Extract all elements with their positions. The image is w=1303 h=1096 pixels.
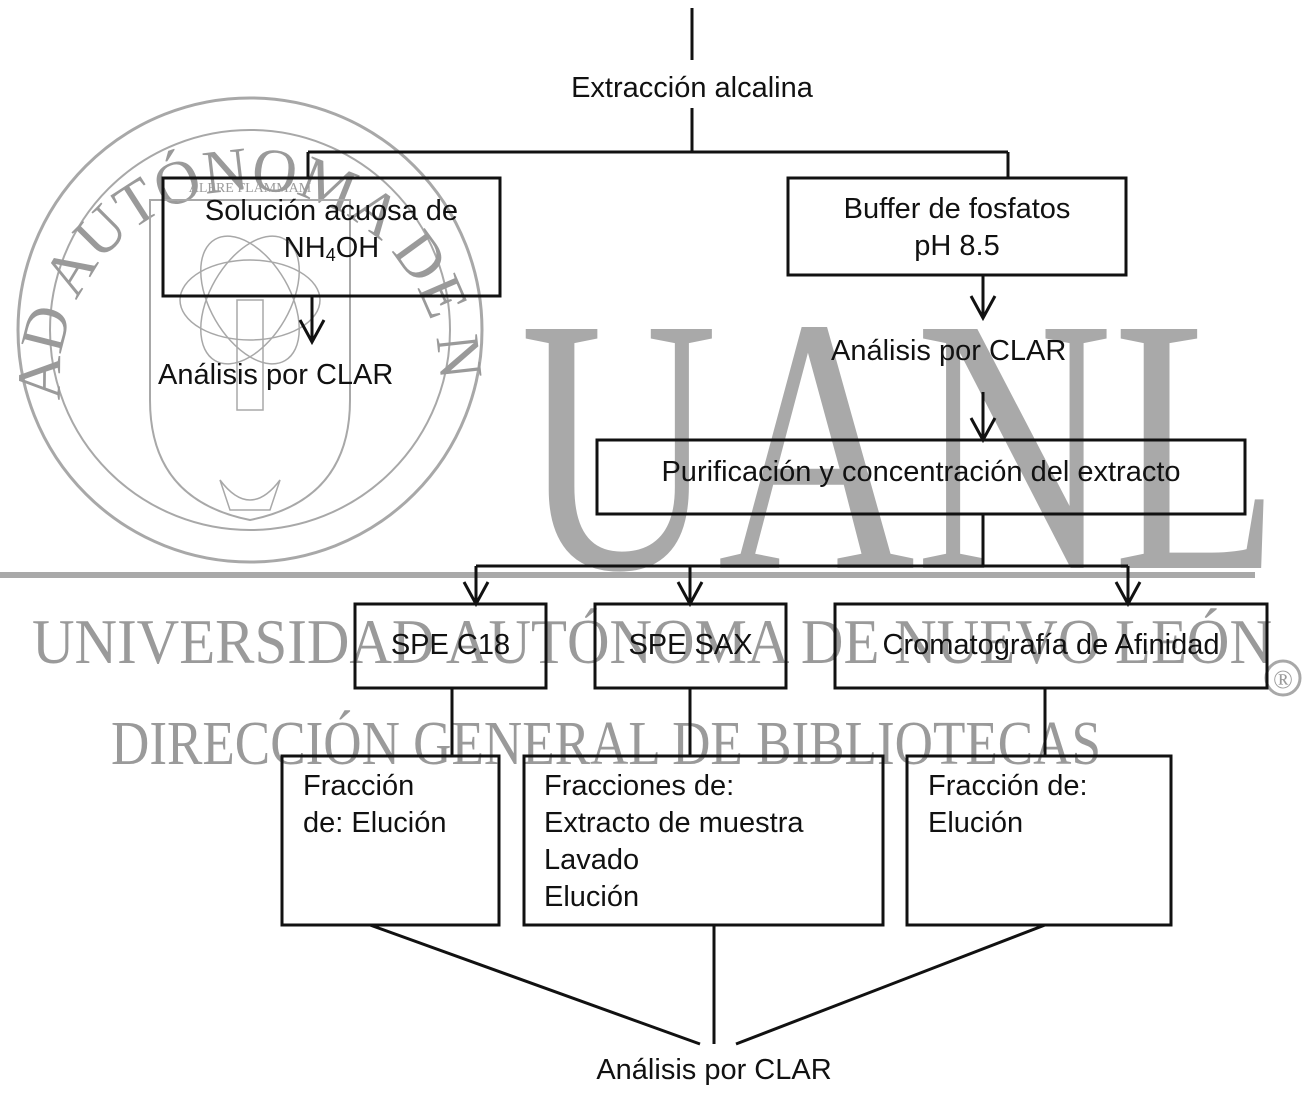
watermark-line2: DIRECCIÓN GENERAL DE BIBLIOTECAS [111, 710, 1101, 778]
ammonia-line-1: Solución acuosa de [204, 195, 459, 227]
buffer-line-1: Buffer de fosfatos [843, 193, 1071, 225]
fraction-sax-line-3: Lavado [544, 844, 640, 876]
merge-right-line [735, 923, 1046, 1046]
box-fraction-affinity [905, 754, 1173, 927]
spe-c18-label: SPE C18 [390, 629, 511, 661]
fraction-sax-line-1: Fracciones de: [544, 770, 735, 802]
left-analysis-label: Análisis por CLAR [158, 359, 394, 391]
seal-inner-ring [49, 129, 451, 531]
right-analysis-label: Análisis por CLAR [831, 335, 1067, 367]
spe-sax-label: SPE SAX [628, 629, 753, 661]
box-fraction-c18 [280, 754, 501, 927]
ammonia-formula-prefix: NH [283, 232, 326, 264]
ammonia-formula-suffix: OH [335, 232, 380, 264]
fraction-affinity-line-2: Elución [928, 807, 1024, 839]
seal-book [219, 479, 281, 511]
box-fraction-sax [522, 754, 885, 927]
watermark-seal: UNIVERSIDAD AUTÓNOMA DE NUEVO LEÓN ALERE… [0, 0, 495, 564]
ammonia-line-2: NH4OH [163, 230, 500, 267]
box-spe-sax [593, 602, 788, 690]
final-analysis-label: Análisis por CLAR [596, 1054, 832, 1086]
start-label: Extracción alcalina [571, 72, 813, 104]
fraction-affinity-line-1: Fracción de: [928, 770, 1088, 802]
seal-motto: ALERE FLAMMAM [189, 181, 312, 196]
fraction-c18-line-1: Fracción [303, 770, 415, 802]
registered-mark: ® [1273, 665, 1293, 694]
seal-shield [149, 199, 351, 522]
affinity-label: Cromatografía de Afinidad [882, 629, 1220, 661]
seal-atom-orbit-2 [200, 235, 300, 365]
watermark-rule [0, 572, 1255, 578]
watermark-uanl: UANL [520, 243, 1280, 647]
fraction-affinity-label: Fracción de: Elución [928, 768, 1088, 842]
left-arrowhead [298, 319, 326, 346]
buffer-line-2: pH 8.5 [914, 230, 1000, 262]
box-spe-c18 [353, 602, 548, 690]
box-affinity [833, 602, 1269, 690]
merge-left-line [369, 923, 701, 1046]
fraction-sax-line-2: Extracto de muestra [544, 807, 804, 839]
buffer-box-label: Buffer de fosfatos pH 8.5 [788, 191, 1126, 265]
boxes [161, 176, 1269, 927]
fraction-c18-line-2: de: Elución [303, 807, 447, 839]
fraction-c18-label: Fracción de: Elución [303, 768, 447, 842]
box-buffer [786, 176, 1128, 277]
watermark-line1: UNIVERSIDAD AUTÓNOMA DE NUEVO LEÓN [32, 606, 1272, 677]
seal-atom-orbit-1 [179, 259, 321, 341]
right-arrowhead-1 [969, 295, 997, 322]
seal-outer-ring [16, 96, 484, 564]
purification-label: Purificación y concentración del extract… [661, 456, 1181, 488]
fraction-sax-line-4: Elución [544, 881, 640, 913]
seal-atom-orbit-3 [200, 235, 300, 365]
seal-torch [236, 299, 264, 411]
watermark-letters: UANL UNIVERSIDAD AUTÓNOMA DE NUEVO LEÓN … [0, 243, 1302, 778]
ammonia-formula-subscript: 4 [325, 245, 336, 265]
ammonia-box-label: Solución acuosa de NH4OH [163, 193, 500, 267]
box-purification [595, 438, 1247, 516]
fraction-sax-label: Fracciones de: Extracto de muestra Lavad… [544, 768, 804, 916]
box-ammonia [161, 176, 502, 298]
connectors [298, 8, 1142, 1046]
